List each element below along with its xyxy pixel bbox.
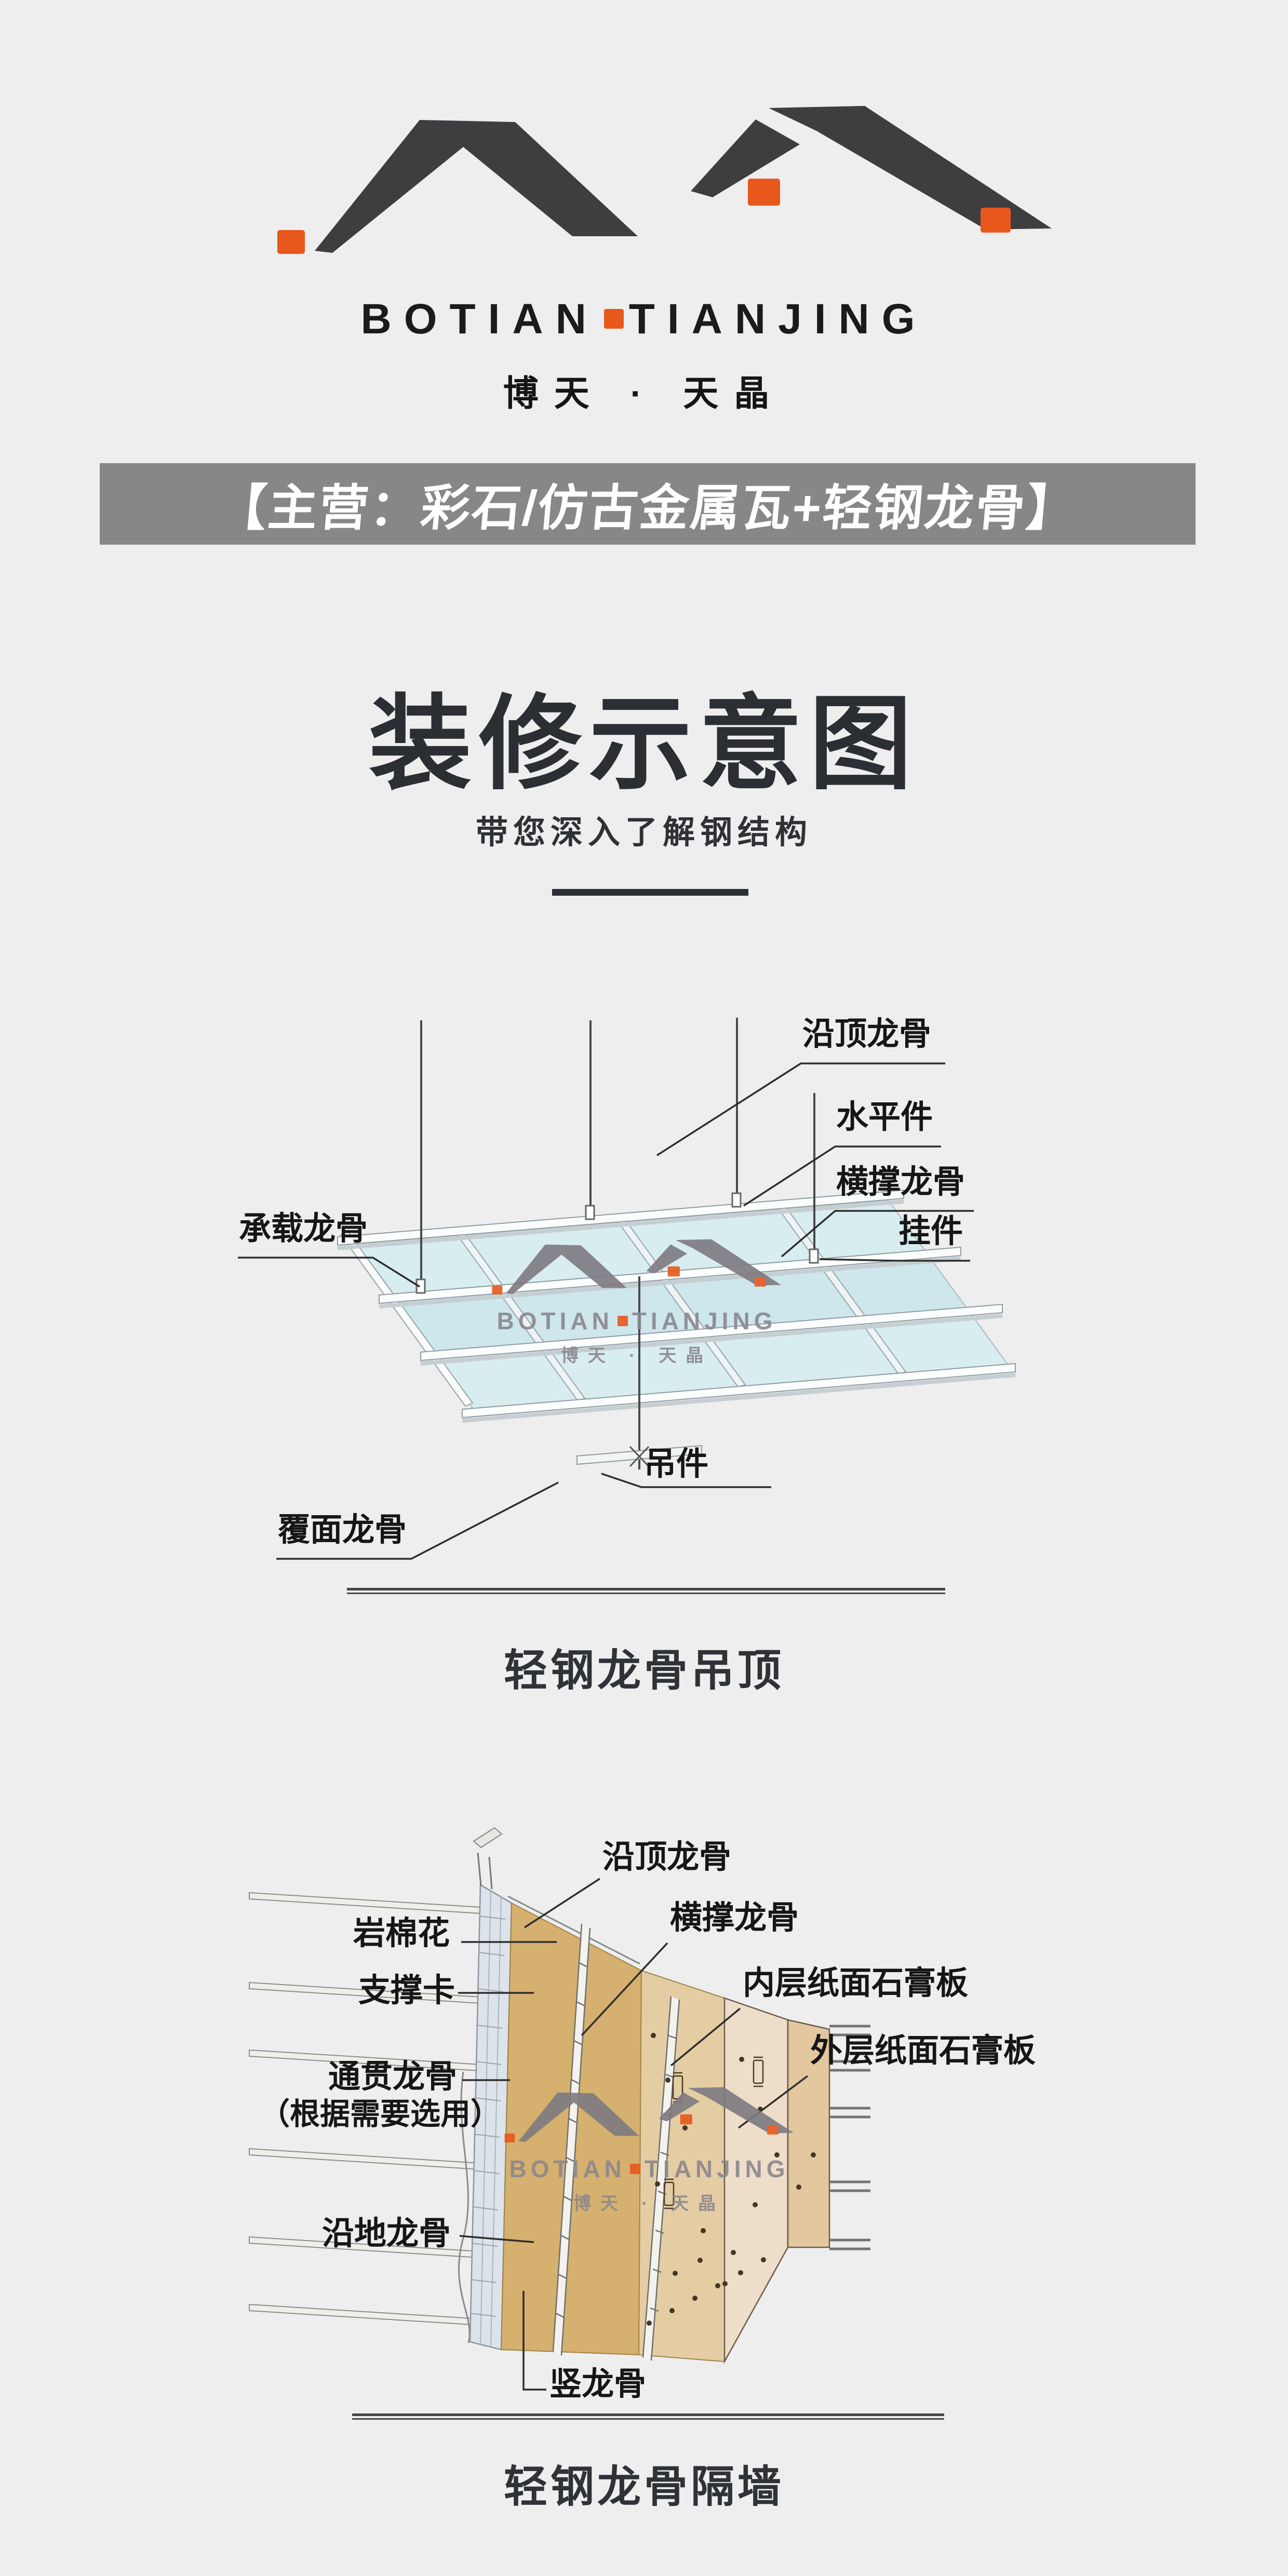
page-title: 装修示意图 bbox=[369, 686, 919, 801]
wall-caption: 轻钢龙骨隔墙 bbox=[503, 2462, 784, 2511]
watermark-en-right: TIANJING bbox=[644, 2155, 789, 2182]
label-neiceng-shigaoban: 内层纸面石膏板 bbox=[743, 1966, 969, 2001]
wall-drawing bbox=[249, 1827, 870, 2391]
watermark-en-right: TIANJING bbox=[632, 1307, 777, 1334]
label-zhichengka: 支撑卡 bbox=[358, 1973, 455, 2008]
watermark-brand-en: BOTIAN TIANJING bbox=[504, 2155, 795, 2183]
watermark-ceiling: BOTIAN TIANJING 博天 · 天晶 bbox=[491, 1238, 782, 1367]
section-divider-wall bbox=[352, 2413, 944, 2420]
label-yanding-longgu: 沿顶龙骨 bbox=[802, 1017, 932, 1052]
label-waiceng-shigaoban: 外层纸面石膏板 bbox=[810, 2033, 1036, 2069]
label-shuiping-jian: 水平件 bbox=[836, 1100, 933, 1135]
banner-text: 【主营：彩石/仿古金属瓦+轻钢龙骨】 bbox=[214, 481, 1080, 536]
brand-separator-icon bbox=[603, 309, 624, 329]
label-shu-longgu: 竖龙骨 bbox=[549, 2367, 647, 2402]
label-diaojian: 吊件 bbox=[644, 1447, 709, 1482]
label-chengzai-longgu: 承载龙骨 bbox=[239, 1211, 368, 1247]
label-fumian-longgu: 覆面龙骨 bbox=[278, 1513, 407, 1548]
wall-diagram: BOTIAN TIANJING 博天 · 天晶 沿顶龙骨 横撑龙骨 内层纸面石膏板… bbox=[218, 1791, 1101, 2425]
label-yanmianhua: 岩棉花 bbox=[353, 1916, 450, 1951]
label-yandi-longgu: 沿地龙骨 bbox=[322, 2216, 451, 2251]
label-hengcheng-longgu: 横撑龙骨 bbox=[670, 1900, 799, 1936]
brand-name-cn: 博天 · 天晶 bbox=[503, 374, 785, 413]
label-hengcheng-longgu: 横撑龙骨 bbox=[836, 1165, 965, 1200]
main-business-banner: 【主营：彩石/仿古金属瓦+轻钢龙骨】 bbox=[100, 463, 1196, 545]
brand-en-right: TIANJING bbox=[628, 295, 928, 343]
title-underline-bar bbox=[552, 889, 748, 896]
brand-name-en: BOTIAN TIANJING bbox=[0, 295, 1288, 344]
label-tongguan-longgu: 通贯龙骨 bbox=[328, 2059, 458, 2095]
watermark-roofs-icon bbox=[492, 1239, 782, 1295]
label-guajian: 挂件 bbox=[898, 1214, 963, 1249]
watermark-en-left: BOTIAN bbox=[497, 1307, 613, 1334]
label-tongguan-note: （根据需要选用） bbox=[260, 2097, 501, 2131]
brand-logo-roofs-icon bbox=[277, 106, 1052, 254]
brand-en-left: BOTIAN bbox=[360, 295, 599, 343]
watermark-brand-en: BOTIAN TIANJING bbox=[491, 1307, 782, 1335]
ceiling-caption: 轻钢龙骨吊顶 bbox=[503, 1646, 784, 1695]
page-subtitle: 带您深入了解钢结构 bbox=[475, 815, 812, 851]
watermark-en-left: BOTIAN bbox=[509, 2155, 626, 2182]
watermark-separator-icon bbox=[629, 2163, 640, 2174]
watermark-brand-cn: 博天 · 天晶 bbox=[573, 2194, 726, 2214]
watermark-brand-cn: 博天 · 天晶 bbox=[560, 1346, 713, 1366]
watermark-separator-icon bbox=[617, 1315, 628, 1326]
watermark-roofs-icon bbox=[504, 2087, 794, 2143]
ceiling-drawing bbox=[238, 1018, 1016, 1560]
section-divider-ceiling bbox=[347, 1588, 945, 1594]
label-yanding-longgu: 沿顶龙骨 bbox=[602, 1840, 732, 1875]
watermark-wall: BOTIAN TIANJING 博天 · 天晶 bbox=[504, 2086, 795, 2215]
